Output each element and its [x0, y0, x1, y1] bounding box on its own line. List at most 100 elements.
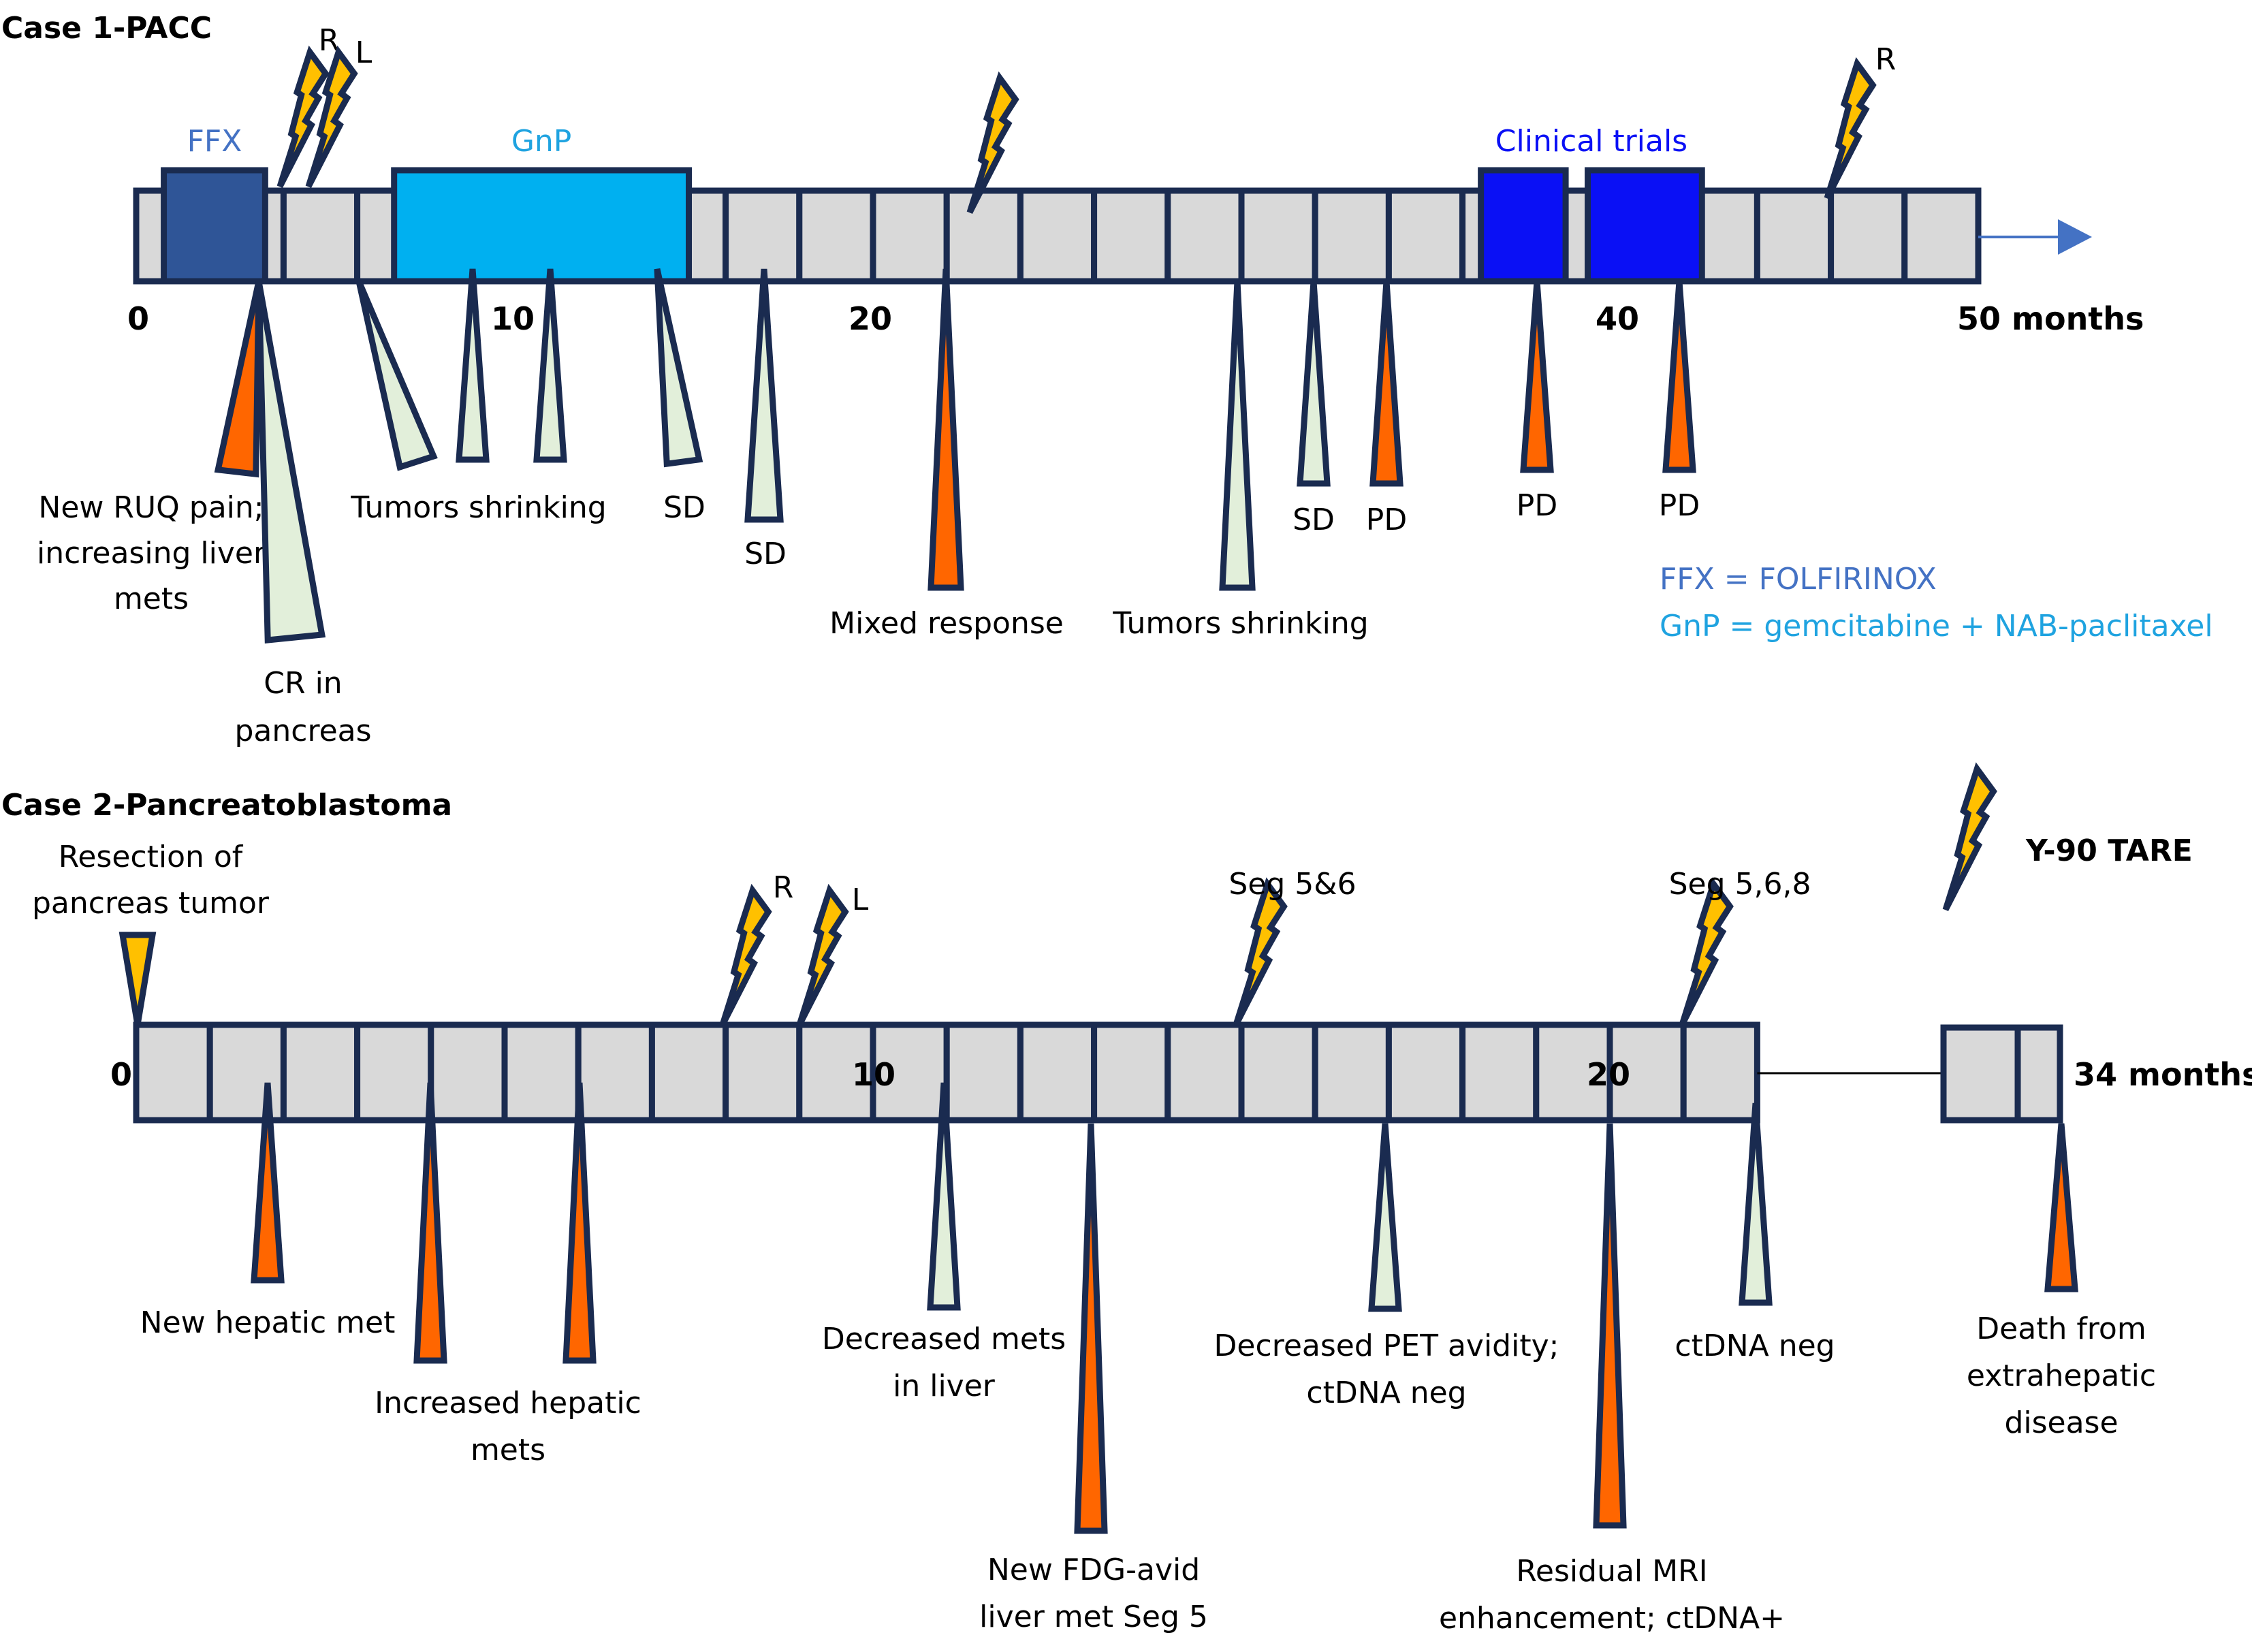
event-label: PD [1366, 503, 1407, 537]
timeline-cell [1459, 1021, 1540, 1124]
event-label: SD [663, 490, 705, 525]
event-label: ctDNA neg [1306, 1376, 1466, 1410]
timeline-cell [1164, 1021, 1245, 1124]
legend-ffx: FFX = FOLFIRINOX [1660, 562, 1937, 597]
timeline-cell [1164, 187, 1245, 285]
response-marker [1219, 281, 1256, 591]
event-label: Tumors shrinking [1112, 606, 1368, 641]
timeline-cell [206, 1021, 287, 1124]
axis-tick-label: 10 [852, 1056, 895, 1093]
resection-label: Resection of [59, 840, 244, 874]
timeline-cell [575, 1021, 655, 1124]
timeline-cell [1754, 187, 1835, 285]
timeline-cell [1828, 187, 1908, 285]
timeline-cell [1680, 1021, 1760, 1124]
event-label: Residual MRI [1516, 1554, 1707, 1589]
tare-side-label: R [1875, 42, 1897, 77]
timeline-cell [280, 1021, 361, 1124]
response-marker [1297, 281, 1331, 487]
axis-tick-label: 0 [110, 1056, 132, 1093]
response-marker [456, 268, 490, 463]
legend-tare-label: Y-90 TARE [2025, 833, 2193, 868]
response-marker [744, 268, 784, 523]
event-label: PD [1517, 488, 1557, 523]
tare-bolt-icon [1824, 57, 1877, 200]
response-marker [1739, 1102, 1773, 1306]
timeline-cell [1385, 1021, 1466, 1124]
tare-bolt-icon [719, 883, 772, 1027]
treatment-block-ffx [161, 167, 268, 285]
timeline-cell [1901, 187, 1982, 285]
progression-marker [1662, 281, 1696, 473]
timeline-cell [1017, 1021, 1098, 1124]
event-label: PD [1659, 488, 1700, 523]
timeline-cell [943, 1021, 1024, 1124]
resection-label: pancreas tumor [32, 886, 270, 921]
event-group-label: Tumors shrinking [350, 490, 606, 525]
case2-timeline: Case 2-Pancreatoblastoma Resection of pan… [1, 762, 2252, 1636]
timeline-cell [280, 187, 361, 285]
tare-bolt-icon [276, 45, 330, 189]
timeline-cell [796, 187, 876, 285]
progression-marker [1593, 1123, 1627, 1529]
response-marker [255, 281, 326, 644]
tare-side-label: Seg 5&6 [1228, 867, 1356, 902]
event-label: Mixed response [829, 606, 1064, 641]
progression-marker [1520, 281, 1554, 473]
event-label: Decreased mets [822, 1322, 1066, 1356]
timeline-cell [1238, 187, 1318, 285]
event-label: enhancement; ctDNA+ [1439, 1601, 1785, 1636]
progression-marker [251, 1082, 285, 1284]
event-label: ctDNA neg [1675, 1329, 1835, 1363]
timeline-cell [1385, 187, 1466, 285]
tare-side-label: Seg 5,6,8 [1669, 867, 1811, 902]
treatment-label-clinical-trials: Clinical trials [1495, 124, 1687, 159]
event-label: in liver [893, 1369, 996, 1403]
legend-gnp: GnP = gemcitabine + NAB-paclitaxel [1660, 609, 2213, 644]
tare-side-label: L [852, 883, 869, 917]
timeline-cell [723, 1021, 803, 1124]
timeline-cell [1606, 1021, 1687, 1124]
event-label: Decreased PET avidity; [1214, 1329, 1559, 1363]
treatment-block-gnp [391, 167, 692, 285]
progression-marker [1369, 281, 1403, 487]
timeline-cell [870, 187, 950, 285]
timeline-cell [2014, 1024, 2063, 1124]
timeline-cell [723, 187, 803, 285]
case1-title: Case 1-PACC [1, 11, 212, 46]
event-label: liver met Seg 5 [979, 1600, 1208, 1634]
progression-marker [413, 1082, 447, 1364]
timeline-cell [648, 1021, 729, 1124]
event-label: disease [2004, 1405, 2118, 1440]
timeline-cell [428, 1021, 508, 1124]
timeline-cell [943, 187, 1024, 285]
continuation-arrow-icon [2058, 219, 2092, 255]
tare-bolt-icon [1233, 877, 1288, 1027]
progression-marker [927, 268, 964, 591]
timeline-cell [354, 1021, 434, 1124]
response-marker [1368, 1123, 1402, 1312]
event-label: New FDG-avid [987, 1553, 1200, 1587]
tare-side-label: R [773, 870, 794, 905]
timeline-cell [501, 1021, 582, 1124]
response-marker [654, 268, 703, 468]
axis-tick-label: 20 [1587, 1056, 1630, 1093]
event-label: mets [114, 582, 189, 616]
case2-title: Case 2-Pancreatoblastoma [1, 788, 452, 823]
treatment-block-trial-2 [1585, 167, 1705, 285]
timeline-cell [1091, 187, 1171, 285]
progression-marker [562, 1082, 597, 1364]
treatment-block-clinical-trials [1478, 167, 1569, 285]
event-label: CR in [264, 666, 342, 701]
timeline-cell [1017, 187, 1098, 285]
axis-tick-label: 40 [1596, 300, 1639, 337]
tare-bolt-icon [966, 71, 1019, 215]
timeline-cell [1091, 1021, 1171, 1124]
legend-tare-bolt-icon [1942, 762, 1997, 912]
event-label: extrahepatic [1967, 1359, 2156, 1393]
tare-bolt-icon [1679, 877, 1734, 1027]
event-label: SD [744, 537, 787, 571]
response-marker [533, 268, 567, 463]
